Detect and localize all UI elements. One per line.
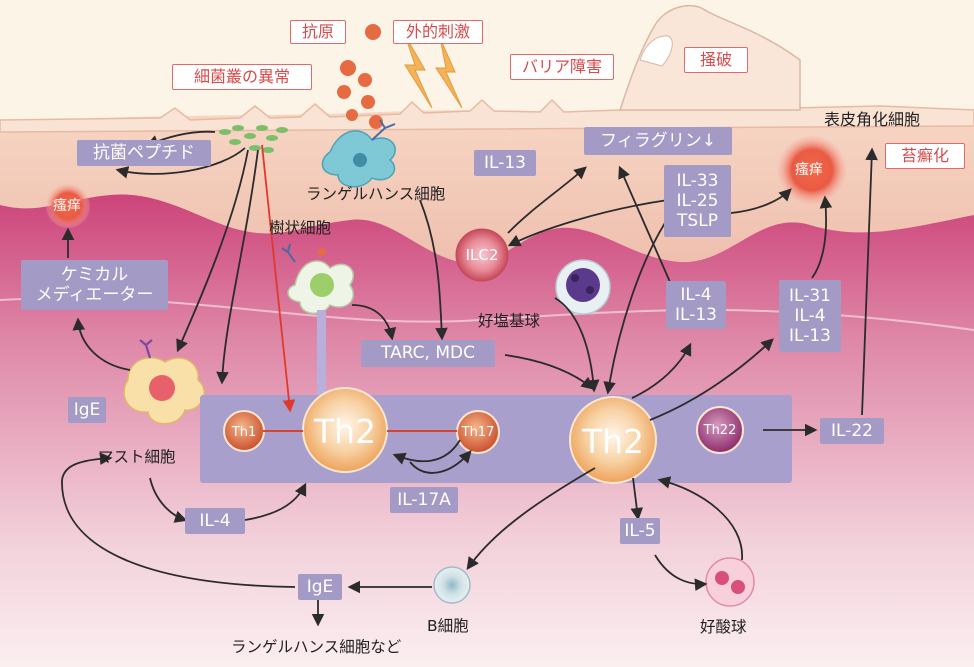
mast-cell-icon: [123, 339, 205, 425]
dendritic-cell-label: 樹状細胞: [269, 219, 332, 237]
itch-top-label: 瘙痒: [795, 162, 823, 178]
il25-label: IL-25: [676, 190, 719, 211]
th2-right-label: Th2: [581, 421, 645, 461]
th1-label: Th1: [231, 424, 257, 440]
il13-top-label: IL-13: [474, 150, 536, 176]
red-arrow: [261, 144, 296, 413]
il4-right-label: IL-4: [794, 305, 826, 326]
il31-label: IL-31: [789, 285, 831, 306]
il4-bottom-label: IL-4: [185, 508, 245, 534]
th22-cell-icon: [696, 406, 744, 454]
ige-left-label: IgE: [68, 397, 106, 423]
il17a-label: IL-17A: [390, 487, 458, 513]
ige-bottom-label: IgE: [298, 574, 342, 600]
tarc-mdc-label: TARC, MDC: [361, 340, 495, 367]
antimicrobial-peptide-label: 抗菌ペプチド: [77, 140, 211, 166]
itch-top-glow: [778, 136, 846, 204]
b-cell-icon: [433, 566, 471, 604]
eosinophil-label: 好酸球: [700, 618, 747, 636]
langerhans-cell-label: ランゲルハンス細胞: [306, 185, 446, 203]
langerhans-cell-icon: [321, 119, 396, 188]
barrier-disorder-label: バリア障害: [510, 54, 614, 80]
chemical-mediator-box: ケミカル メディエーター: [21, 260, 168, 310]
il33-label: IL-33: [676, 170, 719, 191]
itch-left-label: 瘙痒: [53, 198, 81, 214]
basophil-label: 好塩基球: [478, 312, 541, 330]
il31-il4-il13-box: IL-31 IL-4 IL-13: [779, 280, 841, 352]
external-stimulus-label: 外的刺激: [393, 20, 483, 44]
th2-right-cell-icon: [569, 396, 657, 484]
antigen-label: 抗原: [290, 20, 346, 44]
itch-left-glow: [46, 184, 90, 228]
il5-label: IL-5: [620, 518, 660, 544]
stimulus-bolts-icon: [404, 34, 463, 109]
th17-label: Th17: [461, 424, 495, 440]
basophil-icon: [555, 259, 611, 315]
bacteria-icon: [219, 125, 288, 153]
eosinophil-icon: [705, 557, 755, 607]
chemical-mediator-line2: メディエーター: [35, 285, 154, 305]
langerhans-etc-label: ランゲルハンス細胞など: [231, 638, 402, 656]
il22-label: IL-22: [820, 418, 884, 444]
lichenification-label: 苔癬化: [885, 143, 965, 169]
th2-left-label: Th2: [313, 411, 377, 451]
antigen-particles: [337, 24, 383, 129]
mast-cell-label: マスト細胞: [98, 448, 176, 466]
tslp-label: TSLP: [677, 211, 718, 232]
dendritic-stem: [317, 310, 326, 395]
flora-abnormality-label: 細菌叢の異常: [172, 64, 312, 90]
scratch-label: 掻破: [684, 47, 748, 73]
b-cell-label: B細胞: [427, 617, 469, 635]
il33-il25-tslp-box: IL-33 IL-25 TSLP: [664, 165, 731, 237]
filaggrin-label: フィラグリン↓: [584, 127, 732, 155]
arrows: [61, 130, 878, 627]
il13-mid-label: IL-13: [675, 305, 717, 325]
ilc2-cell-icon: [455, 228, 509, 282]
chemical-mediator-line1: ケミカル: [60, 264, 129, 285]
il4-mid-label: IL-4: [680, 284, 712, 305]
keratinocyte-label: 表皮角化細胞: [824, 110, 921, 129]
th22-label: Th22: [703, 422, 737, 438]
il4-il13-box: IL-4 IL-13: [666, 281, 726, 329]
fingernail-icon: [639, 35, 673, 67]
dendritic-cell-icon: [281, 243, 354, 314]
ilc2-label: ILC2: [465, 245, 499, 264]
il13-right-label: IL-13: [789, 326, 831, 347]
